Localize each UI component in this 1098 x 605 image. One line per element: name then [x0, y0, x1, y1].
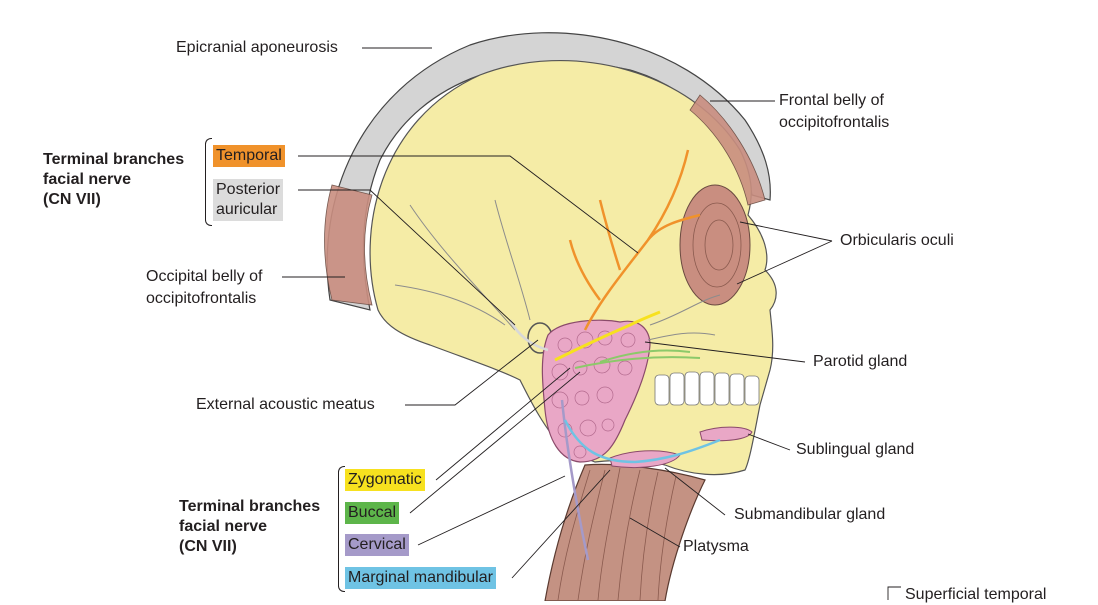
marginal-mandibular-branch-nerve: [563, 419, 721, 464]
label-occipital-line-2: occipitofrontalis: [146, 290, 257, 307]
temporal-branch-nerve: [568, 149, 701, 331]
label-frontal-belly: Frontal belly of occipitofrontalis: [779, 91, 889, 133]
upper-group-brace: [205, 138, 212, 226]
label-occipital-belly: Occipital belly of occipitofrontalis: [146, 267, 263, 309]
temporal-branch-tag: Temporal: [213, 145, 285, 167]
label-frontal-line-1: Frontal belly of: [779, 92, 884, 109]
skull: [369, 59, 777, 476]
posterior-auricular-line-1: Posterior: [216, 181, 281, 198]
marginal-mandibular-branch-tag: Marginal mandibular: [345, 567, 496, 589]
upper-title-line-3: (CN VII): [43, 191, 101, 208]
label-external-acoustic-meatus: External acoustic meatus: [196, 396, 375, 413]
label-occipital-line-1: Occipital belly of: [146, 268, 263, 285]
posterior-auricular-branch-nerve: [508, 319, 549, 352]
zygomatic-branch-nerve: [554, 310, 661, 362]
label-parotid-gland: Parotid gland: [813, 353, 908, 370]
leader-lines: [282, 47, 901, 600]
scalp-aponeurosis: [326, 32, 771, 311]
upper-title-line-1: Terminal branches: [43, 151, 185, 168]
lower-title-line-2: facial nerve: [179, 518, 268, 535]
label-submandibular-gland: Submandibular gland: [734, 506, 886, 523]
teeth: [654, 371, 760, 406]
label-platysma: Platysma: [683, 538, 749, 555]
buccal-branch-nerve: [574, 349, 701, 369]
platysma-striations: [557, 467, 677, 601]
frontal-belly-muscle: [689, 94, 766, 206]
label-sublingual-gland: Sublingual gland: [796, 441, 915, 458]
zygomatic-branch-tag: Zygomatic: [345, 469, 425, 491]
upper-group-title: Terminal branches facial nerve (CN VII): [43, 150, 184, 210]
cutaneous-nerves: [394, 199, 721, 341]
lower-group-brace: [338, 466, 345, 592]
posterior-auricular-line-2: auricular: [216, 201, 278, 218]
label-epicranial-aponeurosis: Epicranial aponeurosis: [176, 39, 338, 56]
occipital-belly-muscle: [324, 184, 373, 306]
label-orbicularis-oculi: Orbicularis oculi: [840, 232, 954, 249]
label-superficial-temporal: Superficial temporal: [905, 586, 1047, 603]
cervical-branch-nerve: [560, 399, 590, 561]
buccal-branch-tag: Buccal: [345, 502, 400, 524]
lower-group-title: Terminal branches facial nerve (CN VII): [179, 497, 320, 557]
lower-title-line-3: (CN VII): [179, 538, 237, 555]
upper-title-line-2: facial nerve: [43, 171, 132, 188]
posterior-auricular-branch-tag: Posterior auricular: [213, 179, 284, 221]
label-frontal-line-2: occipitofrontalis: [779, 114, 890, 131]
lower-title-line-1: Terminal branches: [179, 498, 321, 515]
orbicularis-oculi-muscle: [679, 184, 751, 306]
cervical-branch-tag: Cervical: [345, 534, 409, 556]
neck-platysma: [544, 463, 706, 601]
sublingual-gland-shape: [699, 426, 753, 442]
